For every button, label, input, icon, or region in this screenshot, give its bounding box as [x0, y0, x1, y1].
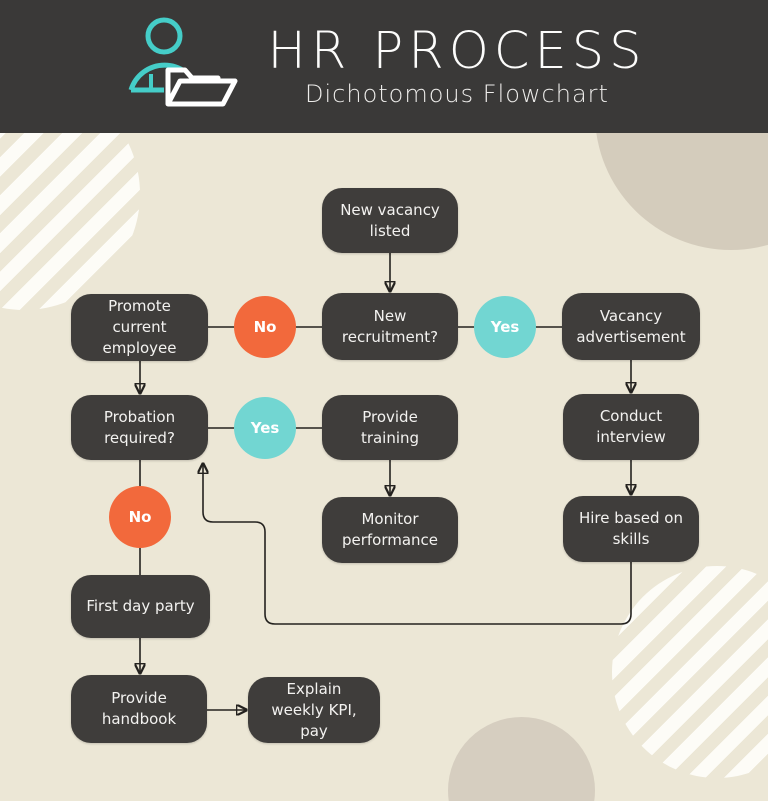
header: HR PROCESS Dichotomous Flowchart [0, 0, 768, 133]
tan-circle-decoration-bottom [448, 717, 595, 801]
decision-label: Yes [250, 419, 280, 437]
node-label: New vacancy listed [340, 200, 440, 240]
decision-circle-yes-recruitment: Yes [474, 296, 536, 358]
node-label: Vacancy advertisement [576, 306, 686, 346]
striped-circle-decoration-bottom-right [612, 566, 768, 778]
flow-node-vacancy-advertisement: Vacancy advertisement [562, 293, 700, 360]
node-label: Provide handbook [101, 689, 177, 728]
flow-node-promote-current-employee: Promote current employee [71, 294, 208, 361]
page-subtitle: Dichotomous Flowchart [305, 80, 609, 109]
flow-node-provide-training: Provide training [322, 395, 458, 460]
node-label: Hire based on skills [578, 509, 683, 548]
decision-circle-no-recruitment: No [234, 296, 296, 358]
decision-circle-no-probation: No [109, 486, 171, 548]
node-label: Monitor performance [341, 510, 439, 549]
flow-node-new-vacancy: New vacancy listed [322, 188, 458, 253]
flow-node-hire-based-on-skills: Hire based on skills [563, 496, 699, 562]
flow-node-new-recruitment: New recruitment? [322, 293, 458, 360]
flow-node-conduct-interview: Conduct interview [563, 394, 699, 460]
node-label: Probation required? [103, 407, 176, 447]
node-label: Explain weekly KPI, pay [271, 679, 357, 740]
person-with-folder-icon [122, 10, 242, 124]
flow-node-probation-required: Probation required? [71, 395, 208, 460]
flow-node-first-day-party: First day party [71, 575, 210, 638]
page-title: HR PROCESS [267, 21, 647, 81]
flow-node-explain-weekly-kpi-pay: Explain weekly KPI, pay [248, 677, 380, 743]
decision-label: Yes [490, 318, 520, 336]
node-label: New recruitment? [341, 306, 439, 346]
node-label: Conduct interview [596, 407, 666, 446]
decision-label: No [253, 318, 277, 336]
decision-label: No [128, 508, 152, 526]
node-label: Provide training [360, 407, 420, 447]
flow-node-monitor-performance: Monitor performance [322, 497, 458, 563]
node-label: Promote current employee [102, 297, 177, 357]
decision-circle-yes-probation: Yes [234, 397, 296, 459]
node-label: First day party [86, 597, 195, 615]
flow-node-provide-handbook: Provide handbook [71, 675, 207, 743]
